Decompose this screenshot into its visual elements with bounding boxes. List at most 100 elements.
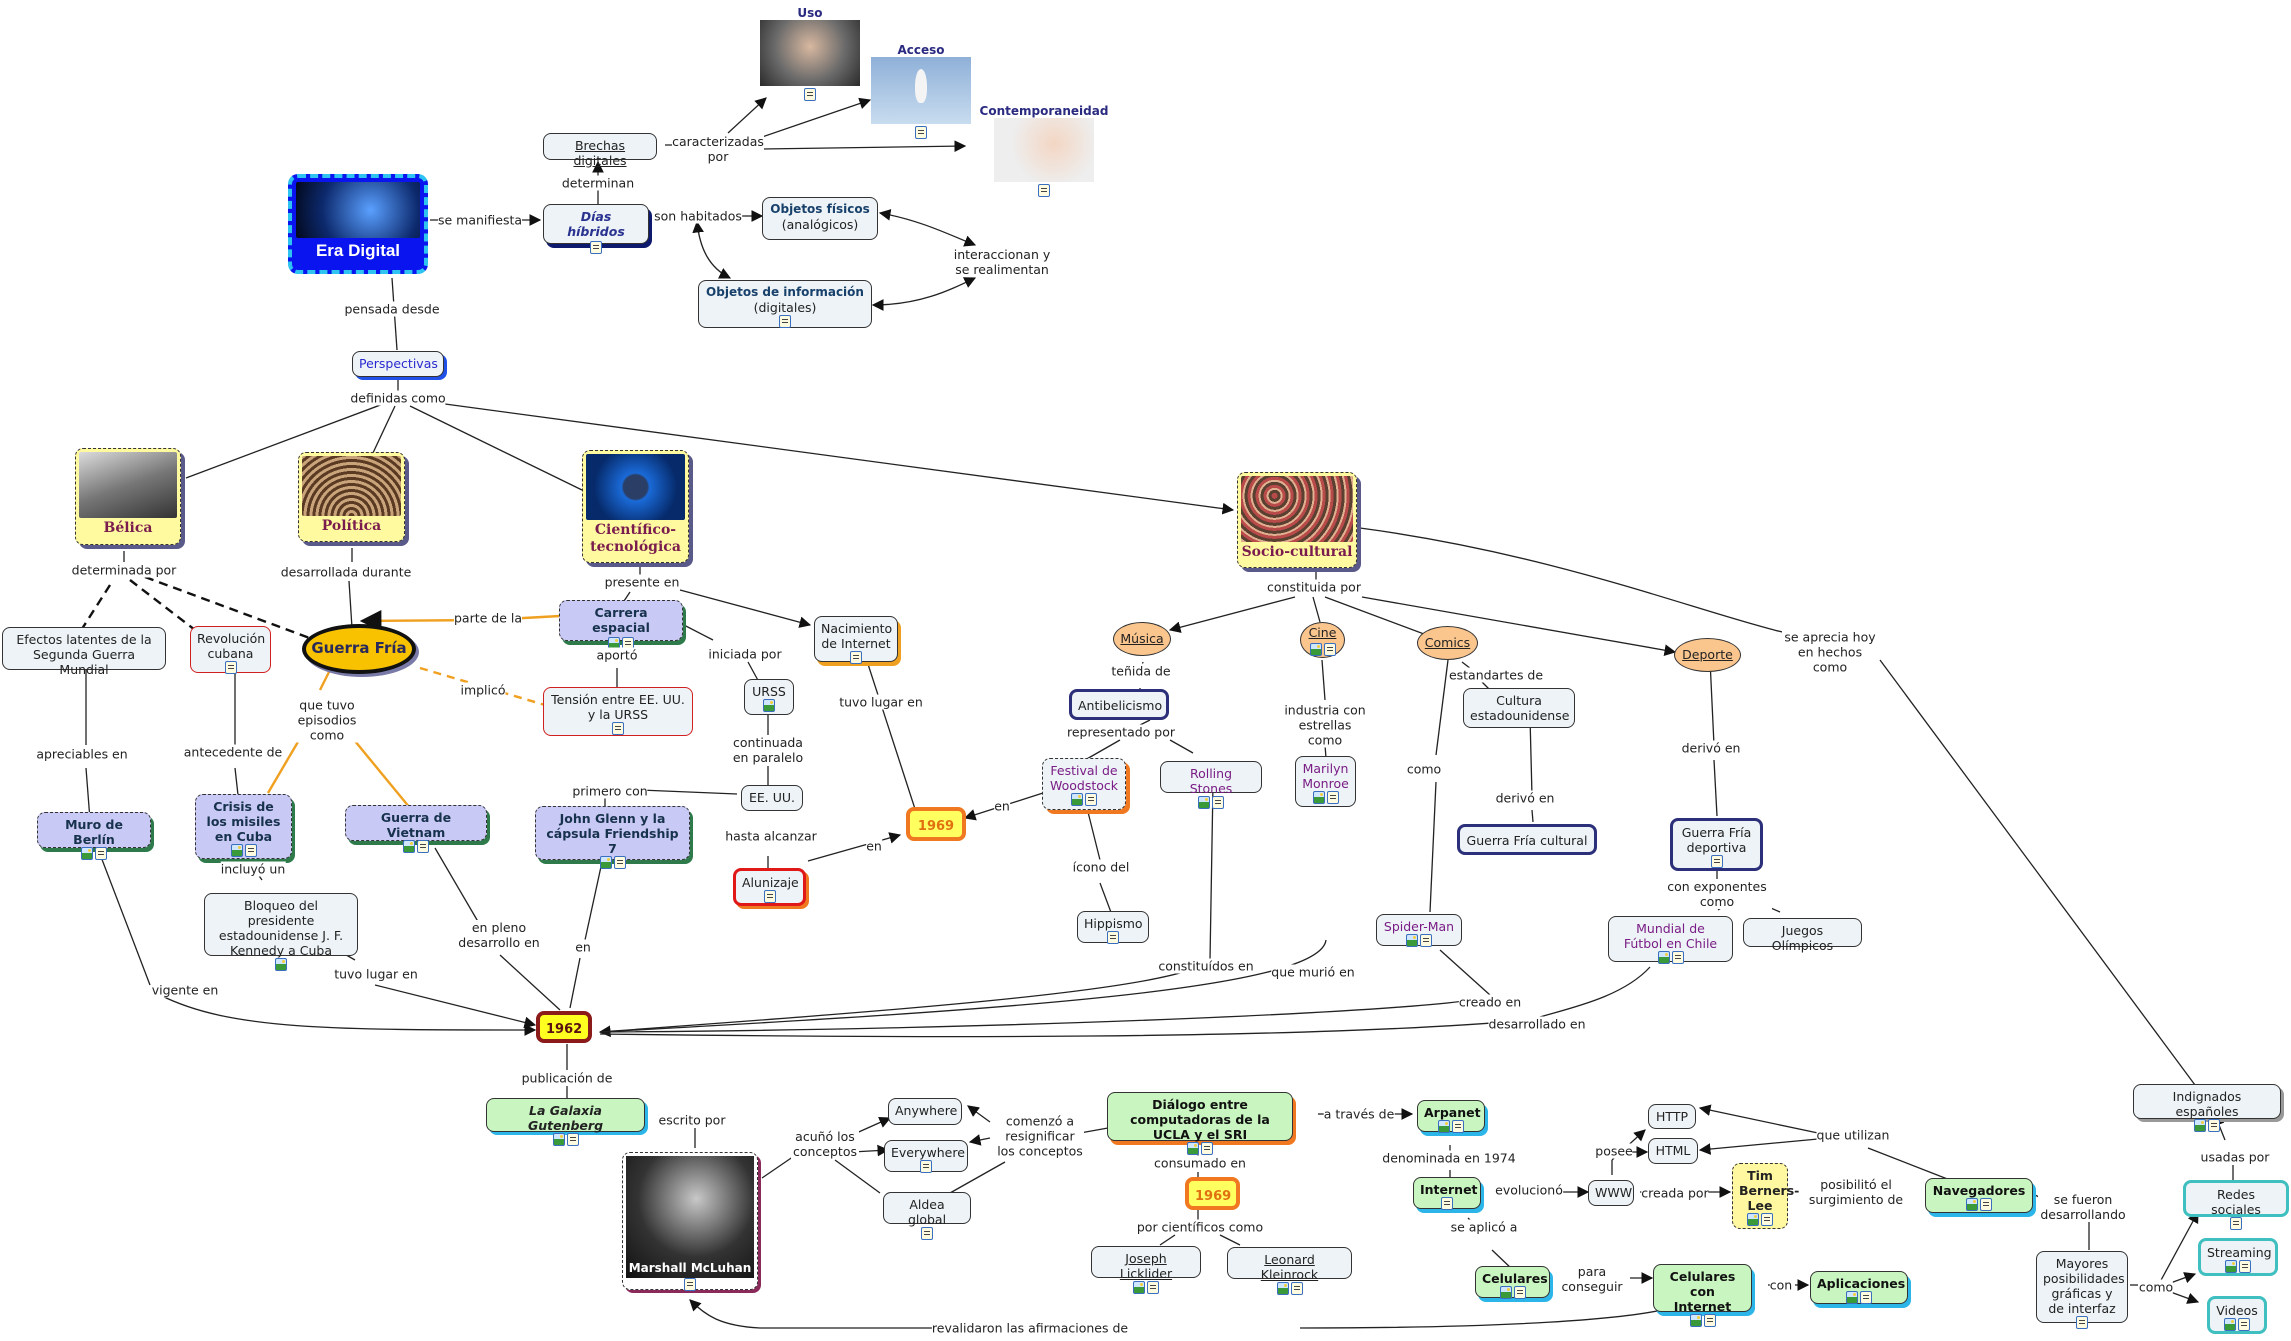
document-icon[interactable] [2208,1119,2220,1132]
document-icon[interactable] [1326,791,1339,804]
document-icon[interactable] [2239,1260,2251,1273]
node-perspectivas[interactable]: Perspectivas [352,351,444,377]
node-mundial-chile[interactable]: Mundial de Fútbol en Chile [1608,916,1733,964]
document-icon[interactable] [1085,793,1097,806]
node-indignados[interactable]: Indignados españoles [2133,1084,2281,1132]
node-comics[interactable]: Comics [1417,626,1478,660]
node-alunizaje[interactable]: Alunizaje [733,868,806,906]
document-icon[interactable] [1038,184,1050,197]
node-rolling-stones[interactable]: Rolling Stones [1160,761,1262,809]
image-icon[interactable] [1133,1281,1145,1294]
document-icon[interactable] [244,844,257,857]
document-icon[interactable] [612,722,624,735]
node-guerra-fria-deportiva[interactable]: Guerra Fría deportiva [1670,818,1763,871]
document-icon[interactable] [566,1133,579,1146]
node-anywhere[interactable]: Anywhere [888,1098,962,1125]
node-kleinrock[interactable]: Leonard Kleinrock [1227,1247,1352,1295]
node-antibelicismo[interactable]: Antibelicismo [1069,689,1169,720]
document-icon[interactable] [1323,643,1336,656]
document-icon[interactable] [1441,1197,1453,1210]
image-icon[interactable] [1071,793,1083,806]
node-hippismo[interactable]: Hippismo [1077,911,1149,944]
node-dialogo[interactable]: Diálogo entre computadoras de la UCLA y … [1107,1092,1293,1155]
node-cientifico[interactable]: Científico-tecnológica [582,450,689,563]
image-icon[interactable] [403,840,415,853]
document-icon[interactable] [804,88,816,101]
document-icon[interactable] [763,890,776,903]
document-icon[interactable] [2230,1217,2242,1230]
node-everywhere[interactable]: Everywhere [884,1140,968,1173]
document-icon[interactable] [1201,1142,1213,1155]
image-icon[interactable] [2224,1318,2236,1331]
image-icon[interactable] [1846,1291,1858,1304]
document-icon[interactable] [417,840,429,853]
image-icon[interactable] [230,844,243,857]
document-icon[interactable] [613,856,626,869]
node-mayores-posibilidades[interactable]: Mayores posibilidades gráficas y de inte… [2036,1251,2128,1329]
document-icon[interactable] [850,651,862,664]
image-icon[interactable] [1966,1198,1978,1211]
node-videos[interactable]: Videos [2207,1296,2267,1334]
document-icon[interactable] [1703,1314,1716,1327]
node-musica[interactable]: Música [1113,622,1171,656]
node-galaxia-gutenberg[interactable]: La Galaxia Gutenberg [486,1098,645,1146]
node-tension[interactable]: Tensión entre EE. UU. y la URSS [543,687,693,736]
node-navegadores[interactable]: Navegadores [1925,1178,2033,1213]
node-guerra-fria[interactable]: Guerra Fría [302,624,416,674]
document-icon[interactable] [224,661,237,674]
node-vietnam[interactable]: Guerra de Vietnam [345,805,487,853]
image-icon[interactable] [1438,1120,1450,1133]
node-deporte[interactable]: Deporte [1674,638,1741,672]
node-objetos-informacion[interactable]: Objetos de información (digitales) [698,280,872,328]
image-icon[interactable] [275,958,287,971]
document-icon[interactable] [920,1160,932,1173]
node-objetos-fisicos[interactable]: Objetos físicos (analógicos) [762,197,878,240]
node-1969-ucla[interactable]: 1969 [1185,1177,1240,1210]
node-www[interactable]: WWW [1588,1180,1634,1206]
node-marilyn[interactable]: Marilyn Monroe [1295,756,1356,807]
node-crisis-misiles[interactable]: Crisis de los misiles en Cuba [195,794,292,859]
document-icon[interactable] [1107,931,1119,944]
node-acceso[interactable]: Acceso [871,43,971,141]
document-icon[interactable] [1290,1282,1303,1295]
image-icon[interactable] [552,1133,565,1146]
node-spiderman[interactable]: Spider-Man [1376,914,1462,947]
node-revolucion[interactable]: Revolución cubana [190,626,271,674]
image-icon[interactable] [1198,796,1210,809]
document-icon[interactable] [590,241,602,254]
node-celulares[interactable]: Celulares [1475,1266,1550,1299]
node-1969-apollo[interactable]: 1969 [906,807,966,841]
node-brechas-digitales[interactable]: Brechas digitales [543,133,657,168]
node-era-digital[interactable]: Era Digital [288,174,428,274]
node-html[interactable]: HTML [1648,1138,1698,1164]
node-uso[interactable]: Uso [760,6,860,103]
node-http[interactable]: HTTP [1648,1104,1696,1129]
node-politica[interactable]: Política [298,452,405,542]
node-carrera-espacial[interactable]: Carrera espacial [559,600,683,650]
node-john-glenn[interactable]: John Glenn y la cápsula Friendship 7 [535,806,690,869]
document-icon[interactable] [915,126,927,139]
document-icon[interactable] [921,1227,933,1240]
node-cine[interactable]: Cine [1300,622,1345,658]
node-woodstock[interactable]: Festival de Woodstock [1042,758,1126,810]
node-marshall-mcluhan[interactable]: Marshall McLuhan [622,1152,758,1291]
image-icon[interactable] [1187,1142,1199,1155]
document-icon[interactable] [2238,1318,2250,1331]
node-nacimiento[interactable]: Nacimiento de Internet [814,616,898,664]
node-cultura-estadounidense[interactable]: Cultura estadounidense [1463,688,1575,728]
node-muro-berlin[interactable]: Muro de Berlín [37,812,151,860]
node-guerra-fria-cultural[interactable]: Guerra Fría cultural [1457,824,1597,855]
node-bloqueo[interactable]: Bloqueo del presidente estadounidense J.… [204,893,358,971]
document-icon[interactable] [1212,796,1224,809]
node-urss[interactable]: URSS [744,679,794,715]
image-icon[interactable] [1309,643,1322,656]
document-icon[interactable] [684,1278,696,1291]
image-icon[interactable] [1276,1282,1289,1295]
node-sociocultural[interactable]: Socio-cultural [1237,472,1357,568]
node-belica[interactable]: Bélica [75,448,181,545]
node-contemporaneidad[interactable]: Contemporaneidad [970,104,1118,199]
image-icon[interactable] [1657,951,1670,964]
document-icon[interactable] [1147,1281,1159,1294]
node-efectos[interactable]: Efectos latentes de la Segunda Guerra Mu… [2,627,166,677]
node-aldea-global[interactable]: Aldea global [883,1192,971,1240]
